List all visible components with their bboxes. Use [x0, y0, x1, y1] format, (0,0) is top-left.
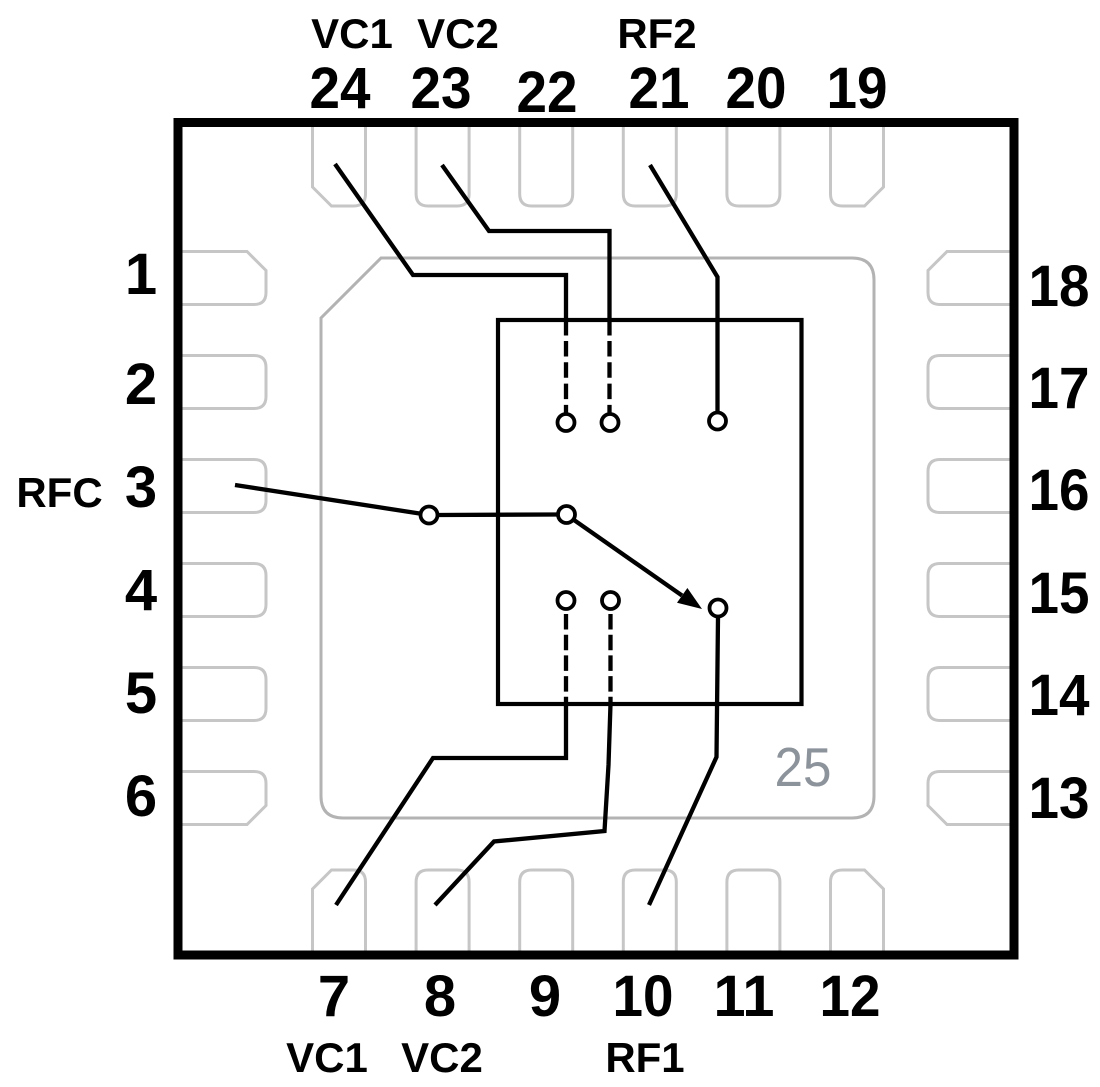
svg-text:18: 18	[1029, 254, 1090, 319]
svg-text:9: 9	[529, 964, 561, 1029]
svg-text:2: 2	[125, 352, 157, 417]
svg-text:1: 1	[125, 242, 157, 307]
svg-text:VC1: VC1	[311, 10, 393, 57]
svg-text:8: 8	[424, 964, 456, 1029]
svg-text:22: 22	[517, 60, 578, 125]
svg-text:VC2: VC2	[417, 10, 499, 57]
svg-text:4: 4	[125, 558, 157, 623]
svg-text:14: 14	[1029, 663, 1090, 728]
svg-text:VC1: VC1	[286, 1034, 368, 1081]
svg-text:12: 12	[820, 964, 881, 1029]
svg-text:23: 23	[411, 56, 472, 121]
svg-text:19: 19	[827, 56, 888, 121]
svg-text:6: 6	[125, 764, 157, 829]
svg-text:RF2: RF2	[617, 10, 696, 57]
svg-text:3: 3	[125, 455, 157, 520]
svg-text:13: 13	[1029, 766, 1090, 831]
svg-text:16: 16	[1029, 458, 1090, 523]
svg-text:20: 20	[726, 56, 787, 121]
svg-text:RF1: RF1	[605, 1034, 684, 1081]
svg-text:25: 25	[775, 736, 832, 798]
svg-text:5: 5	[125, 661, 157, 726]
svg-text:RFC: RFC	[16, 469, 102, 516]
svg-text:7: 7	[318, 964, 350, 1029]
svg-text:VC2: VC2	[401, 1034, 483, 1081]
svg-text:15: 15	[1029, 561, 1090, 626]
svg-text:10: 10	[613, 964, 674, 1029]
svg-text:21: 21	[629, 56, 690, 121]
svg-text:17: 17	[1029, 356, 1090, 421]
svg-text:11: 11	[714, 964, 775, 1029]
svg-text:24: 24	[310, 56, 371, 121]
